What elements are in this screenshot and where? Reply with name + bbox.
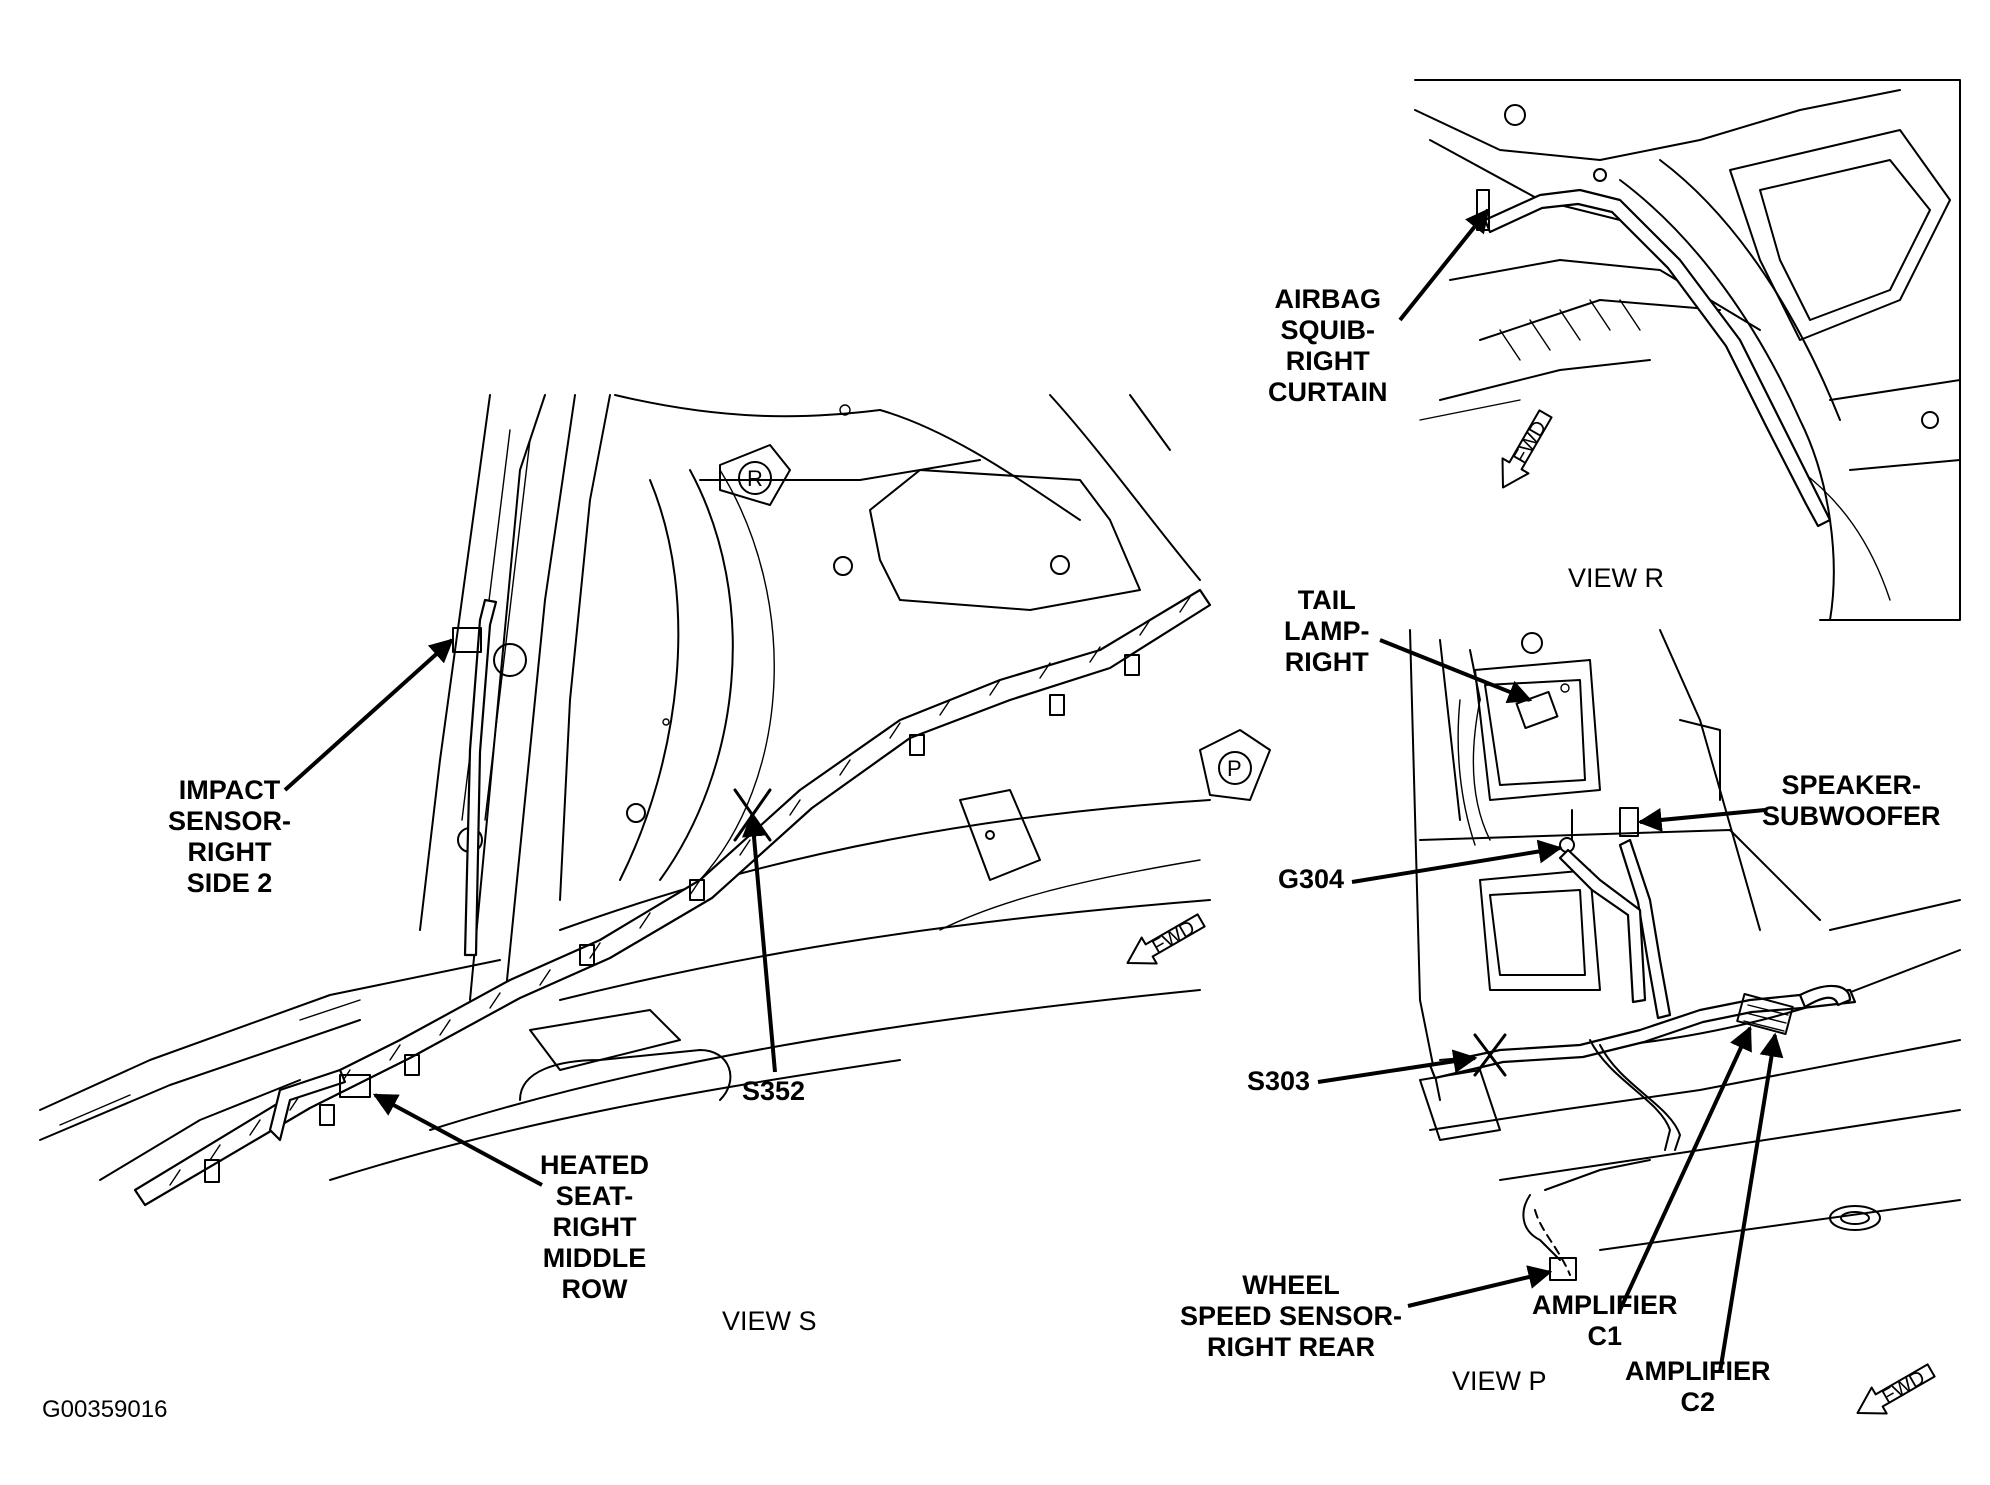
callout-s352: S352 — [742, 1076, 806, 1106]
fwd-arrow-view-s: FWD — [1126, 913, 1206, 965]
view-r-title: VIEW R — [1568, 563, 1665, 593]
view-p-drawing: FWD — [1317, 629, 1961, 1415]
callout-wheel-speed-sensor-right-rear: WHEEL SPEED SENSOR- RIGHT REAR — [1180, 1270, 1403, 1362]
callout-amplifier-c1: AMPLIFIER C1 — [1532, 1290, 1678, 1351]
figure-id: G00359016 — [42, 1396, 168, 1423]
callout-heated-seat-right-middle-row: HEATED SEAT- RIGHT MIDDLE ROW — [540, 1150, 650, 1304]
fwd-arrow-view-p: FWD — [1856, 1363, 1936, 1415]
svg-text:FWD: FWD — [1878, 1367, 1928, 1409]
svg-text:FWD: FWD — [1509, 417, 1551, 467]
callout-speaker-subwoofer: SPEAKER- SUBWOOFER — [1762, 770, 1941, 831]
view-s-drawing: R P FWD — [39, 394, 1271, 1207]
callout-s303: S303 — [1247, 1066, 1311, 1096]
svg-text:FWD: FWD — [1148, 917, 1198, 959]
callout-airbag-squib-right-curtain: AIRBAG SQUIB- RIGHT CURTAIN — [1268, 284, 1388, 407]
view-p-title: VIEW P — [1452, 1366, 1547, 1396]
view-r-drawing: FWD — [1398, 79, 1961, 621]
callout-impact-sensor-right-side-2: IMPACT SENSOR- RIGHT SIDE 2 — [168, 775, 292, 898]
view-badge-r-label: R — [747, 466, 763, 491]
view-badge-p-label: P — [1227, 756, 1242, 781]
view-badge-p: P — [1199, 729, 1271, 801]
fwd-arrow-view-r: FWD — [1501, 409, 1553, 489]
callout-g304: G304 — [1278, 864, 1345, 894]
view-badge-r: R — [719, 444, 791, 506]
view-s-title: VIEW S — [722, 1306, 817, 1336]
callout-amplifier-c2: AMPLIFIER C2 — [1625, 1356, 1771, 1417]
callout-tail-lamp-right: TAIL LAMP- RIGHT — [1284, 585, 1370, 677]
